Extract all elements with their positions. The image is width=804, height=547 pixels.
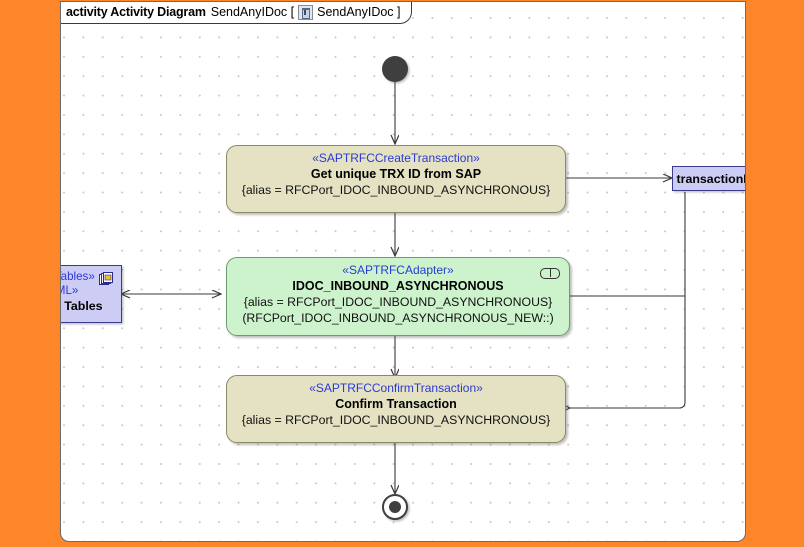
action2-property-2: (RFCPort_IDOC_INBOUND_ASYNCHRONOUS_NEW::… [242,311,554,325]
activity-diagram-icon [298,4,314,20]
action2-property-1: {alias = RFCPort_IDOC_INBOUND_ASYNCHRONO… [243,295,553,309]
object-node-tables[interactable]: «SAPTables» «XML» tables : Tables [61,265,122,323]
action-node-get-unique-trx-id[interactable]: «SAPTRFCCreateTransaction» Get unique TR… [226,145,566,213]
edge-transactionid-to-action3 [570,296,686,408]
action1-title: Get unique TRX ID from SAP [310,167,482,181]
tables-title: tables : Tables [61,299,103,313]
action3-stereotype: «SAPTRFCConfirmTransaction» [309,381,483,395]
action-node-idoc-inbound-asynchronous[interactable]: «SAPTRFCAdapter» IDOC_INBOUND_ASYNCHRONO… [226,257,570,336]
action3-property: {alias = RFCPort_IDOC_INBOUND_ASYNCHRONO… [241,413,551,427]
action-node-confirm-transaction[interactable]: «SAPTRFCConfirmTransaction» Confirm Tran… [226,375,566,443]
tables-stereotype-2: «XML» [61,284,79,297]
activity-final-node[interactable] [382,494,408,520]
action1-stereotype: «SAPTRFCCreateTransaction» [312,151,480,165]
transactionid-title: transactionID : String [676,171,746,186]
object-node-transactionid[interactable]: transactionID : String [672,166,746,191]
edge-transactionid-to-action2 [570,192,686,296]
call-behavior-marker-icon [540,267,560,279]
action3-title: Confirm Transaction [335,397,457,411]
action2-title: IDOC_INBOUND_ASYNCHRONOUS [292,279,504,293]
action1-property: {alias = RFCPort_IDOC_INBOUND_ASYNCHRONO… [241,183,551,197]
documents-icon [99,272,113,285]
action2-stereotype: «SAPTRFCAdapter» [342,263,454,277]
frame-header: activity Activity Diagram SendAnyIDoc [ … [61,2,412,24]
frame-keyword: activity Activity Diagram [66,5,206,19]
frame-name: SendAnyIDoc [ [210,5,295,19]
frame-qualifier: SendAnyIDoc ] [317,5,401,19]
activity-diagram-frame[interactable]: activity Activity Diagram SendAnyIDoc [ … [60,1,746,542]
initial-node[interactable] [382,56,408,82]
